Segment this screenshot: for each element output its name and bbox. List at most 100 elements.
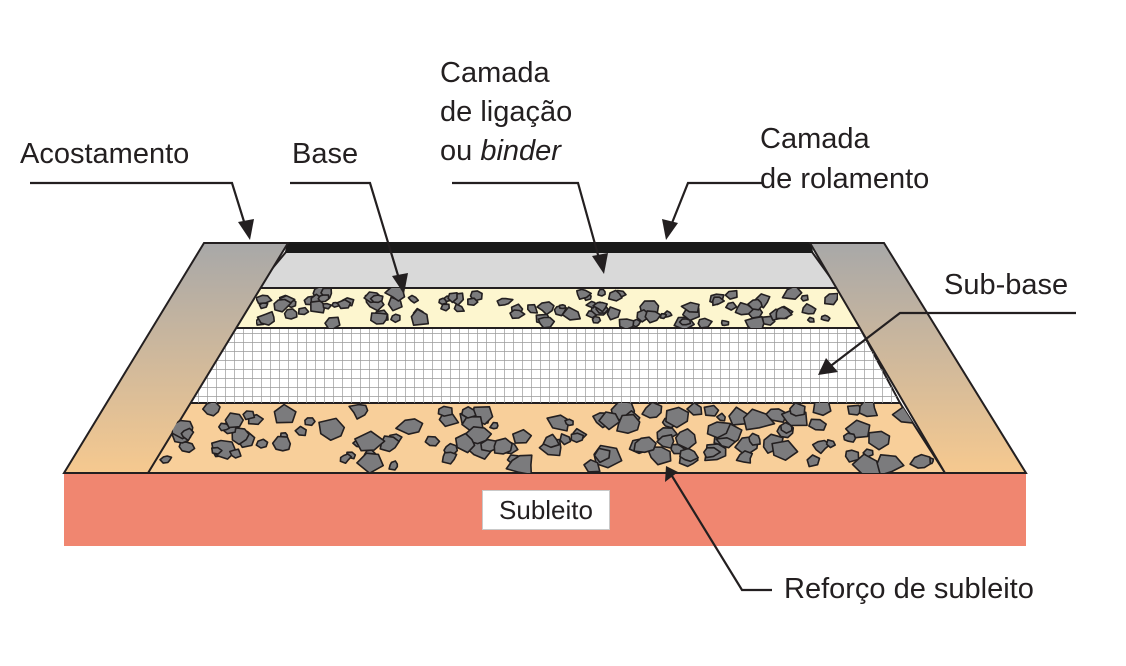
- aggregate-stone: [591, 315, 602, 324]
- aggregate-stone: [781, 288, 803, 301]
- aggregate-stone: [575, 288, 593, 301]
- aggregate-stone: [211, 446, 223, 455]
- aggregate-stone: [561, 306, 582, 321]
- aggregate-stone: [800, 294, 809, 302]
- aggregate-stone: [844, 449, 860, 463]
- aggregate-stone: [339, 453, 353, 465]
- aggregate-stone: [597, 288, 606, 297]
- left-shoulder: [62, 242, 290, 474]
- aggregate-stone: [537, 316, 556, 328]
- aggregate-stone: [702, 446, 722, 459]
- aggregate-stone: [720, 319, 730, 327]
- aggregate-stone: [583, 458, 601, 473]
- aggregate-stone: [526, 303, 539, 314]
- binder-label-italic: binder: [480, 135, 561, 167]
- aggregate-stone: [686, 403, 703, 416]
- base-label: Base: [292, 138, 359, 170]
- aggregate-stone: [317, 294, 330, 303]
- aggregate-stone: [229, 448, 242, 459]
- aggregate-stone: [369, 294, 384, 304]
- aggregate-stone: [271, 435, 292, 452]
- aggregate-stone: [618, 318, 635, 328]
- sub-base-grid-fill: [188, 328, 900, 403]
- aggregate-stone: [324, 316, 341, 328]
- aggregate-stone: [801, 302, 817, 315]
- binder-label-line2: de ligação: [440, 96, 573, 128]
- aggregate-stone: [842, 432, 857, 443]
- aggregate-stone: [466, 297, 479, 307]
- aggregate-stone: [724, 289, 738, 300]
- aggregate-stone: [697, 317, 713, 328]
- aggregate-stone: [909, 453, 932, 469]
- aggregate-stone: [811, 439, 831, 455]
- aggregate-stone: [735, 450, 754, 464]
- base-arrowhead: [392, 273, 408, 294]
- sub-base-label: Sub-base: [944, 269, 1069, 301]
- aggregate-stone: [437, 405, 454, 417]
- aggregate-stone: [806, 454, 821, 468]
- aggregate-stone: [369, 312, 389, 325]
- aggregate-stone: [546, 414, 570, 432]
- aggregate-stone: [706, 421, 732, 439]
- aggregate-stone: [570, 432, 585, 444]
- aggregate-stone: [318, 417, 346, 442]
- reinforcement-aggregate-group: [159, 403, 935, 473]
- aggregate-stone: [616, 413, 641, 435]
- aggregate-stone: [273, 403, 297, 424]
- aggregate-stone: [679, 447, 700, 463]
- aggregate-stone: [808, 418, 828, 431]
- aggregate-stone: [775, 306, 793, 320]
- aggregate-stone: [454, 432, 476, 454]
- aggregate-stone: [304, 417, 316, 427]
- aggregate-stone: [711, 296, 726, 307]
- aggregate-stone: [564, 418, 574, 427]
- aggregate-stone: [542, 433, 561, 449]
- aggregate-stone: [593, 447, 611, 464]
- aggregate-stone: [489, 421, 499, 430]
- aggregate-stone: [356, 452, 385, 473]
- aggregate-stone: [390, 313, 401, 324]
- aggregate-stone: [388, 460, 399, 471]
- aggregate-stone: [744, 315, 765, 328]
- aggregate-stone: [820, 314, 831, 322]
- binder-course-layer: [253, 251, 840, 289]
- aggregate-stone: [242, 410, 256, 421]
- aggregate-stone: [665, 406, 690, 429]
- aggregate-stone: [255, 438, 269, 449]
- aggregate-stone: [806, 316, 815, 323]
- aggregate-stone: [607, 289, 623, 302]
- binder-label-prefix: ou: [440, 135, 481, 167]
- aggregate-stone: [202, 403, 221, 417]
- sub-base-arrowhead: [818, 358, 838, 375]
- acostamento-arrowhead: [238, 219, 254, 240]
- acostamento-label: Acostamento: [20, 138, 190, 170]
- aggregate-stone: [496, 297, 514, 307]
- aggregate-stone: [440, 303, 451, 312]
- aggregate-stone: [493, 437, 513, 455]
- rolamento-leader: [668, 181, 762, 229]
- binder-label-line1: Camada: [440, 57, 550, 89]
- aggregate-stone: [734, 301, 755, 316]
- base-leader: [290, 181, 402, 283]
- aggregate-stone: [273, 298, 292, 313]
- subleito-label: Subleito: [482, 490, 610, 530]
- right-shoulder: [808, 242, 1028, 474]
- aggregate-stone: [851, 453, 882, 473]
- aggregate-stone: [715, 436, 737, 449]
- reforco-arrowhead: [665, 466, 678, 482]
- reforco-label: Reforço de subleito: [784, 573, 1034, 605]
- aggregate-stone: [659, 312, 668, 320]
- aggregate-stone: [283, 308, 298, 320]
- aggregate-stone: [747, 298, 763, 311]
- wearing-course-layer: [284, 242, 814, 253]
- aggregate-stone: [606, 306, 621, 321]
- aggregate-stone: [384, 288, 406, 302]
- rolamento-label-line2: de rolamento: [760, 163, 930, 195]
- aggregate-stone: [823, 292, 838, 306]
- aggregate-stone: [460, 405, 477, 419]
- aggregate-stone: [379, 435, 400, 453]
- aggregate-stone: [424, 435, 441, 447]
- aggregate-stone: [592, 301, 609, 313]
- reforco-leader: [671, 475, 772, 592]
- aggregate-stone: [558, 303, 567, 310]
